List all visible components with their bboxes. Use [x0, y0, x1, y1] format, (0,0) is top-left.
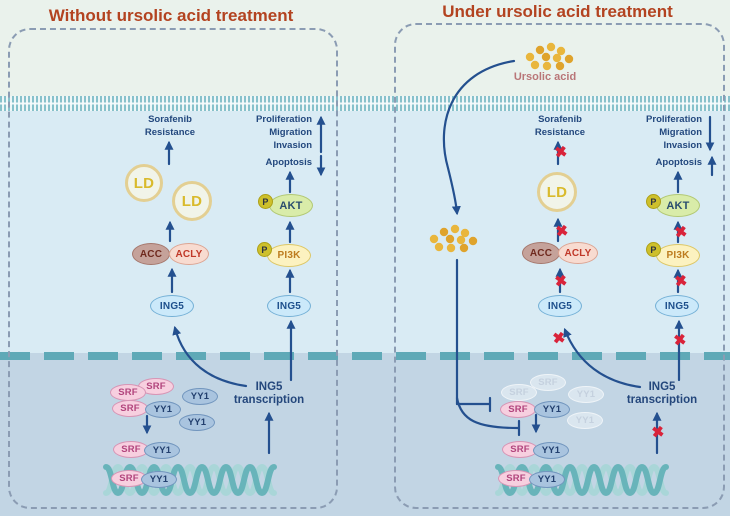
- ing5-node: ING5: [655, 295, 699, 317]
- acc-node: ACC: [132, 243, 170, 265]
- inhibit-x-icon: ✖: [554, 222, 570, 241]
- arrow-transcription-to-ing5-curve: [172, 325, 248, 388]
- ghost-srf-node: SRF: [530, 374, 566, 391]
- inhibit-x-icon: ✖: [551, 329, 567, 348]
- extracellular-zone: [0, 0, 730, 97]
- pi3k-node: PI3K: [656, 244, 700, 267]
- inhibit-x-icon: ✖: [672, 331, 688, 350]
- yy1-node-on-dna: YY1: [141, 471, 177, 488]
- yy1-node: YY1: [144, 442, 180, 459]
- acc-node: ACC: [522, 242, 560, 264]
- inhibit-x-icon: ✖: [650, 423, 666, 442]
- apoptosis-label: Apoptosis: [655, 157, 702, 168]
- yy1-node: YY1: [182, 388, 218, 405]
- yy1-node: YY1: [179, 414, 215, 431]
- right-panel-title: Under ursolic acid treatment: [442, 2, 673, 21]
- lipid-droplet: LD: [172, 181, 212, 221]
- inhibit-branch-complex: [455, 396, 520, 430]
- inhibit-x-icon: ✖: [673, 223, 689, 242]
- inhibit-x-icon: ✖: [553, 272, 569, 291]
- phospho-badge: P: [257, 242, 272, 257]
- lipid-droplet: LD: [125, 164, 163, 202]
- cell-membrane: [0, 96, 730, 111]
- arrow-transcription-to-ing5-curve-blocked: [563, 327, 642, 389]
- acly-node: ACLY: [169, 243, 209, 265]
- yy1-node-on-dna: YY1: [529, 471, 565, 488]
- nuclear-envelope-line: [0, 352, 730, 360]
- ursolic-acid-label: Ursolic acid: [513, 71, 577, 83]
- phospho-badge: P: [258, 194, 273, 209]
- ursolic-acid-dots-outside: [525, 42, 574, 71]
- srf-node: SRF: [112, 400, 148, 417]
- yy1-node: YY1: [145, 401, 181, 418]
- outcomes-label: Proliferation Migration Invasion: [256, 114, 312, 151]
- ing5-transcription-label: ING5 transcription: [626, 381, 698, 406]
- pi3k-node: PI3K: [267, 244, 311, 267]
- inhibit-x-icon: ✖: [553, 143, 569, 162]
- akt-node: AKT: [656, 194, 700, 217]
- ghost-yy1-node: YY1: [568, 386, 604, 403]
- acly-node: ACLY: [558, 242, 598, 264]
- cytoplasm-zone: [0, 110, 730, 353]
- left-panel-title: Without ursolic acid treatment: [48, 6, 294, 25]
- ghost-yy1-node: YY1: [567, 412, 603, 429]
- apoptosis-label: Apoptosis: [265, 157, 312, 168]
- phospho-badge: P: [646, 194, 661, 209]
- srf-node: SRF: [110, 384, 146, 401]
- inhibit-x-icon: ✖: [673, 272, 689, 291]
- phospho-badge: P: [646, 242, 661, 257]
- cell-boundary-left: [8, 28, 338, 509]
- ing5-node: ING5: [267, 295, 311, 317]
- yy1-node: YY1: [533, 442, 569, 459]
- sorafenib-resistance-label: Sorafenib Resistance: [144, 114, 196, 138]
- ing5-transcription-label: ING5 transcription: [233, 381, 305, 406]
- akt-node: AKT: [269, 194, 313, 217]
- srf-node: SRF: [500, 401, 536, 418]
- outcomes-label: Proliferation Migration Invasion: [646, 114, 702, 151]
- ursolic-acid-dots-inside: [429, 224, 478, 253]
- arrow-ursolic-entry: [442, 59, 516, 216]
- lipid-droplet: LD: [537, 172, 577, 212]
- yy1-node: YY1: [534, 401, 570, 418]
- ing5-node: ING5: [150, 295, 194, 317]
- cell-boundary-right: [394, 23, 725, 509]
- ing5-node: ING5: [538, 295, 582, 317]
- sorafenib-resistance-label: Sorafenib Resistance: [534, 114, 586, 138]
